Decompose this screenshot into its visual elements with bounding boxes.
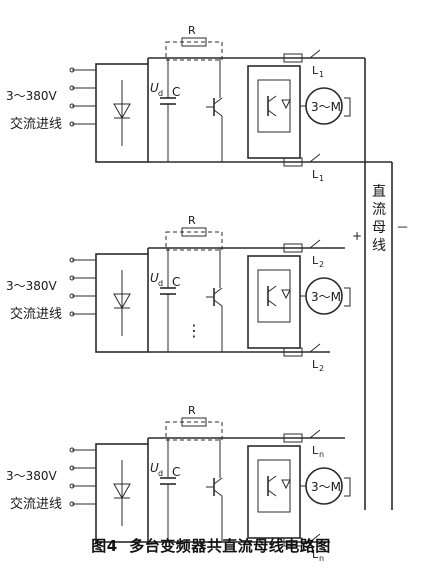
fuse-top	[283, 433, 303, 443]
contactor-label-lower: L	[312, 358, 319, 371]
brake-resistor	[181, 417, 207, 427]
diode-icon	[113, 293, 131, 310]
motor-label: 3～M	[311, 480, 341, 494]
brake-resistor	[181, 227, 207, 237]
contactor-label: L	[312, 254, 319, 267]
terminal	[69, 483, 75, 489]
terminal	[69, 67, 75, 73]
figure-number: 图4	[91, 537, 118, 555]
ac-input-label: 交流进线	[10, 306, 62, 322]
capacitor-label: C	[172, 465, 180, 479]
fuse-bottom	[283, 157, 303, 167]
freewheel-diode-icon	[281, 289, 291, 300]
supply-voltage-label: 3～380V	[6, 469, 58, 483]
figure-title: 多台变频器共直流母线电路图	[129, 537, 331, 555]
freewheel-diode-icon	[281, 479, 291, 490]
fuse-top	[283, 53, 303, 63]
terminal	[69, 447, 75, 453]
rectifier-block	[95, 253, 149, 353]
fuse-top	[283, 243, 303, 253]
contactor-subscript: 1	[319, 70, 324, 79]
contactor-subscript-lower: 2	[319, 364, 324, 373]
rectifier-block	[95, 63, 149, 163]
inverter-block	[247, 445, 301, 539]
dc-bus-label: 直 流 母 线 －	[372, 183, 409, 254]
dc-bus	[330, 57, 393, 510]
capacitor-label: C	[172, 275, 180, 289]
resistor-label: R	[188, 214, 196, 227]
inverter-block	[247, 65, 301, 159]
fuse-bottom	[283, 347, 303, 357]
resistor-label: R	[188, 404, 196, 417]
contact-top	[309, 49, 321, 59]
contact-top	[309, 429, 321, 439]
bus-char-2: 母	[372, 220, 386, 236]
contactor-label: L	[312, 64, 319, 77]
diode-icon	[113, 103, 131, 120]
terminal	[69, 293, 75, 299]
brake-resistor-frame	[165, 231, 223, 251]
bus-char-1: 流	[372, 202, 386, 218]
figure-caption: 图4 多台变频器共直流母线电路图	[0, 535, 422, 556]
bus-minus-sign: －	[396, 221, 409, 236]
contactor-label: L	[312, 444, 319, 457]
inverter-block	[247, 255, 301, 349]
unit-ellipsis: ⋮	[186, 321, 202, 340]
contact-bottom	[309, 533, 321, 543]
contact-top	[309, 239, 321, 249]
ac-input-label: 交流进线	[10, 496, 62, 512]
contactor-subscript: 2	[319, 260, 324, 269]
bus-plus-sign: +	[352, 229, 362, 243]
contactor-label-lower: L	[312, 168, 319, 181]
brake-resistor-frame	[165, 41, 223, 61]
dc-voltage-label: U	[150, 271, 159, 285]
dc-voltage-subscript: d	[158, 89, 163, 98]
capacitor-label: C	[172, 85, 180, 99]
supply-voltage-label: 3～380V	[6, 279, 58, 293]
dc-voltage-subscript: d	[158, 469, 163, 478]
terminal	[69, 501, 75, 507]
bus-char-3: 线	[372, 238, 386, 254]
bus-char-0: 直	[372, 183, 386, 200]
freewheel-diode-icon	[281, 99, 291, 110]
motor-icon	[305, 277, 343, 315]
contactor-subscript-lower: 1	[319, 174, 324, 183]
motor-label: 3～M	[311, 290, 341, 304]
brake-resistor	[181, 37, 207, 47]
terminal	[69, 257, 75, 263]
contactor-subscript-lower: n	[319, 554, 324, 563]
terminal	[69, 275, 75, 281]
rectifier-block	[95, 443, 149, 543]
dc-voltage-label: U	[150, 461, 159, 475]
contactor-label-lower: L	[312, 548, 319, 561]
contact-bottom	[309, 343, 321, 353]
diode-icon	[113, 483, 131, 500]
supply-voltage-label: 3～380V	[6, 89, 58, 103]
contactor-subscript: n	[319, 450, 324, 459]
resistor-label: R	[188, 24, 196, 37]
terminal	[69, 85, 75, 91]
motor-icon	[305, 87, 343, 125]
terminal	[69, 311, 75, 317]
terminal	[69, 465, 75, 471]
dc-voltage-subscript: d	[158, 279, 163, 288]
motor-icon	[305, 467, 343, 505]
ac-input-label: 交流进线	[10, 116, 62, 132]
terminal	[69, 103, 75, 109]
brake-resistor-frame	[165, 421, 223, 441]
contact-bottom	[309, 153, 321, 163]
dc-voltage-label: U	[150, 81, 159, 95]
motor-label: 3～M	[311, 100, 341, 114]
terminal	[69, 121, 75, 127]
fuse-bottom	[283, 537, 303, 547]
